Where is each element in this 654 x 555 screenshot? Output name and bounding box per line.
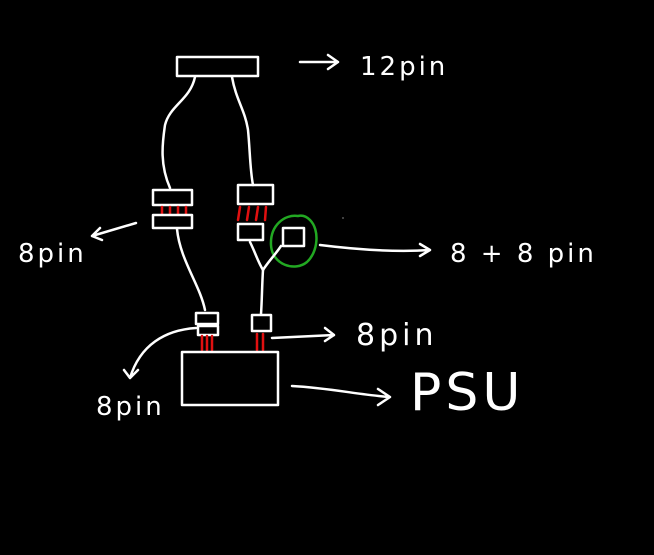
twelve-pin-arrow [298, 53, 340, 71]
psu-left-connector-top [194, 311, 220, 326]
left-adapter-top [151, 188, 194, 207]
left-adapter-pins [160, 205, 188, 216]
psu-left-connector-bottom [196, 324, 220, 337]
psu-right-connector [250, 313, 273, 333]
psu-left-pins [200, 334, 214, 352]
stray-dot [342, 217, 344, 219]
right-cable-upper [230, 75, 255, 187]
left-adapter-bottom [151, 213, 194, 230]
twelve-pin-label: 12pin [360, 52, 448, 82]
eight-pin-bottom-label: 8pin [96, 392, 165, 422]
eight-pin-bottom-arrow [122, 326, 198, 380]
psu-box [180, 350, 280, 407]
left-cable-upper [161, 75, 197, 190]
eight-pin-right-arrow [270, 326, 336, 343]
green-highlight-circle [269, 214, 318, 268]
right-adapter-bottom [236, 222, 265, 242]
eight-plus-eight-label: 8 + 8 pin [450, 239, 597, 269]
right-adapter-top [236, 183, 275, 206]
psu-label: PSU [410, 363, 524, 423]
psu-right-pins [255, 332, 265, 352]
eight-plus-eight-arrow [318, 242, 432, 258]
left-cable-lower [175, 227, 207, 312]
twelve-pin-connector [175, 55, 260, 78]
right-adapter-pins [236, 205, 268, 222]
split-cable-fork [248, 240, 283, 272]
split-connector [281, 226, 306, 248]
eight-pin-right-label: 8pin [356, 318, 437, 353]
eight-pin-left-arrow [90, 221, 138, 242]
right-cable-lower [259, 268, 265, 316]
eight-pin-left-label: 8pin [18, 239, 87, 269]
psu-arrow [290, 384, 392, 407]
